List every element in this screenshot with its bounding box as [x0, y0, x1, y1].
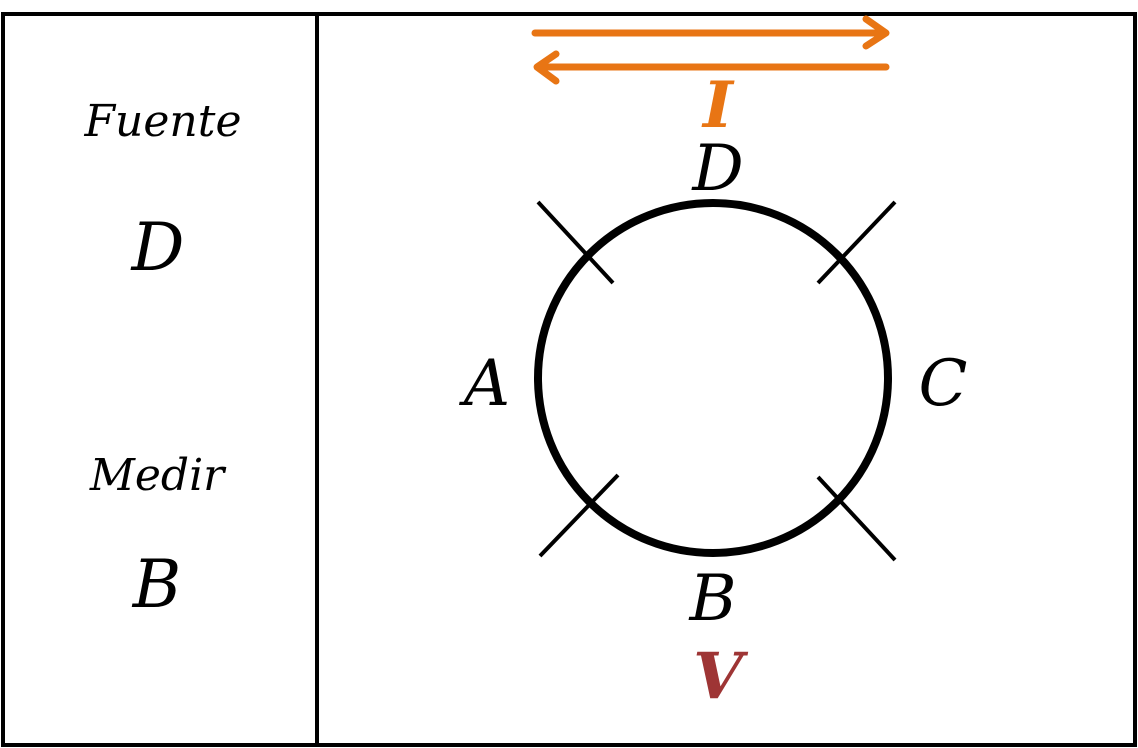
sample-circle — [534, 199, 892, 557]
measure-label: Medir — [89, 450, 227, 501]
contact-tick-top-right — [816, 200, 897, 285]
node-label-right: C — [919, 347, 968, 421]
source-value: D — [131, 209, 185, 286]
source-label: Fuente — [84, 96, 242, 147]
current-arrow-right-head — [862, 15, 890, 50]
outer-frame — [1, 12, 1137, 747]
node-label-left: A — [459, 347, 510, 421]
voltage-label: V — [693, 639, 749, 714]
contact-tick-bottom-left — [538, 473, 620, 558]
current-arrows — [531, 15, 890, 85]
node-label-top: D — [691, 132, 743, 206]
contact-tick-top-left — [536, 200, 615, 285]
contact-tick-bottom-right — [816, 475, 897, 562]
node-label-bottom: B — [688, 562, 736, 636]
contact-ticks — [536, 200, 897, 562]
current-label: I — [701, 68, 735, 143]
measure-value: B — [132, 546, 182, 623]
current-arrow-left-head — [533, 50, 560, 85]
